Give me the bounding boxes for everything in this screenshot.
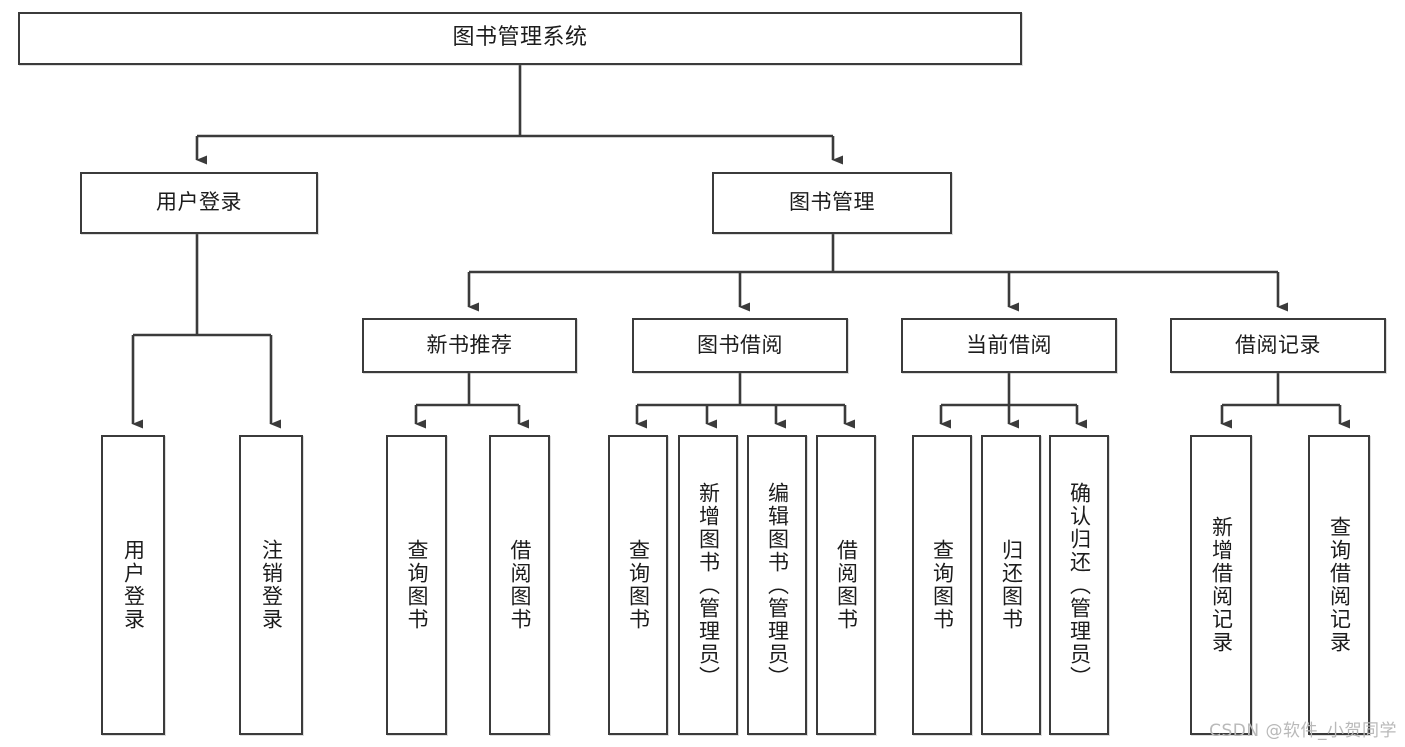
leaf-user-login-login-label: 用户登录 [121,539,146,631]
node-new-book-recommend[interactable]: 新书推荐 [362,318,577,373]
leaf-book-borrow-add-label: 新增图书（管理员） [696,481,721,689]
leaf-book-borrow-edit-label: 编辑图书（管理员） [765,481,790,689]
node-new-book-recommend-label: 新书推荐 [426,332,513,357]
leaf-book-borrow-query-label: 查询图书 [626,539,651,631]
leaf-new-book-borrow[interactable]: 借阅图书 [489,435,550,735]
leaf-user-login-login[interactable]: 用户登录 [101,435,165,735]
node-current-borrow[interactable]: 当前借阅 [901,318,1117,373]
node-user-login[interactable]: 用户登录 [80,172,318,234]
node-borrow-record-label: 借阅记录 [1235,332,1321,357]
leaf-borrow-record-query[interactable]: 查询借阅记录 [1308,435,1370,735]
leaf-borrow-record-query-label: 查询借阅记录 [1327,516,1352,654]
leaf-book-borrow-borrow-label: 借阅图书 [834,539,859,631]
node-book-borrow[interactable]: 图书借阅 [632,318,848,373]
csdn-watermark: CSDN @软件_小贺同学 [1209,721,1397,741]
leaf-book-borrow-query[interactable]: 查询图书 [608,435,668,735]
leaf-current-borrow-return[interactable]: 归还图书 [981,435,1041,735]
leaf-user-login-logout[interactable]: 注销登录 [239,435,303,735]
leaf-current-borrow-confirm-label: 确认归还（管理员） [1067,481,1092,689]
leaf-current-borrow-return-label: 归还图书 [999,539,1024,631]
leaf-current-borrow-query[interactable]: 查询图书 [912,435,972,735]
leaf-new-book-borrow-label: 借阅图书 [507,539,532,631]
node-root[interactable]: 图书管理系统 [18,12,1022,65]
leaf-new-book-query-label: 查询图书 [404,539,429,631]
leaf-user-login-logout-label: 注销登录 [259,539,284,631]
leaf-book-borrow-add[interactable]: 新增图书（管理员） [678,435,738,735]
node-user-login-label: 用户登录 [156,190,242,215]
leaf-current-borrow-query-label: 查询图书 [930,539,955,631]
leaf-book-borrow-edit[interactable]: 编辑图书（管理员） [747,435,807,735]
node-current-borrow-label: 当前借阅 [966,332,1052,357]
leaf-current-borrow-confirm[interactable]: 确认归还（管理员） [1049,435,1109,735]
node-book-management-label: 图书管理 [789,190,875,215]
node-book-management[interactable]: 图书管理 [712,172,952,234]
leaf-book-borrow-borrow[interactable]: 借阅图书 [816,435,876,735]
leaf-new-book-query[interactable]: 查询图书 [386,435,447,735]
node-book-borrow-label: 图书借阅 [697,332,783,357]
leaf-borrow-record-add-label: 新增借阅记录 [1209,516,1234,654]
node-root-label: 图书管理系统 [452,25,588,51]
node-borrow-record[interactable]: 借阅记录 [1170,318,1386,373]
leaf-borrow-record-add[interactable]: 新增借阅记录 [1190,435,1252,735]
